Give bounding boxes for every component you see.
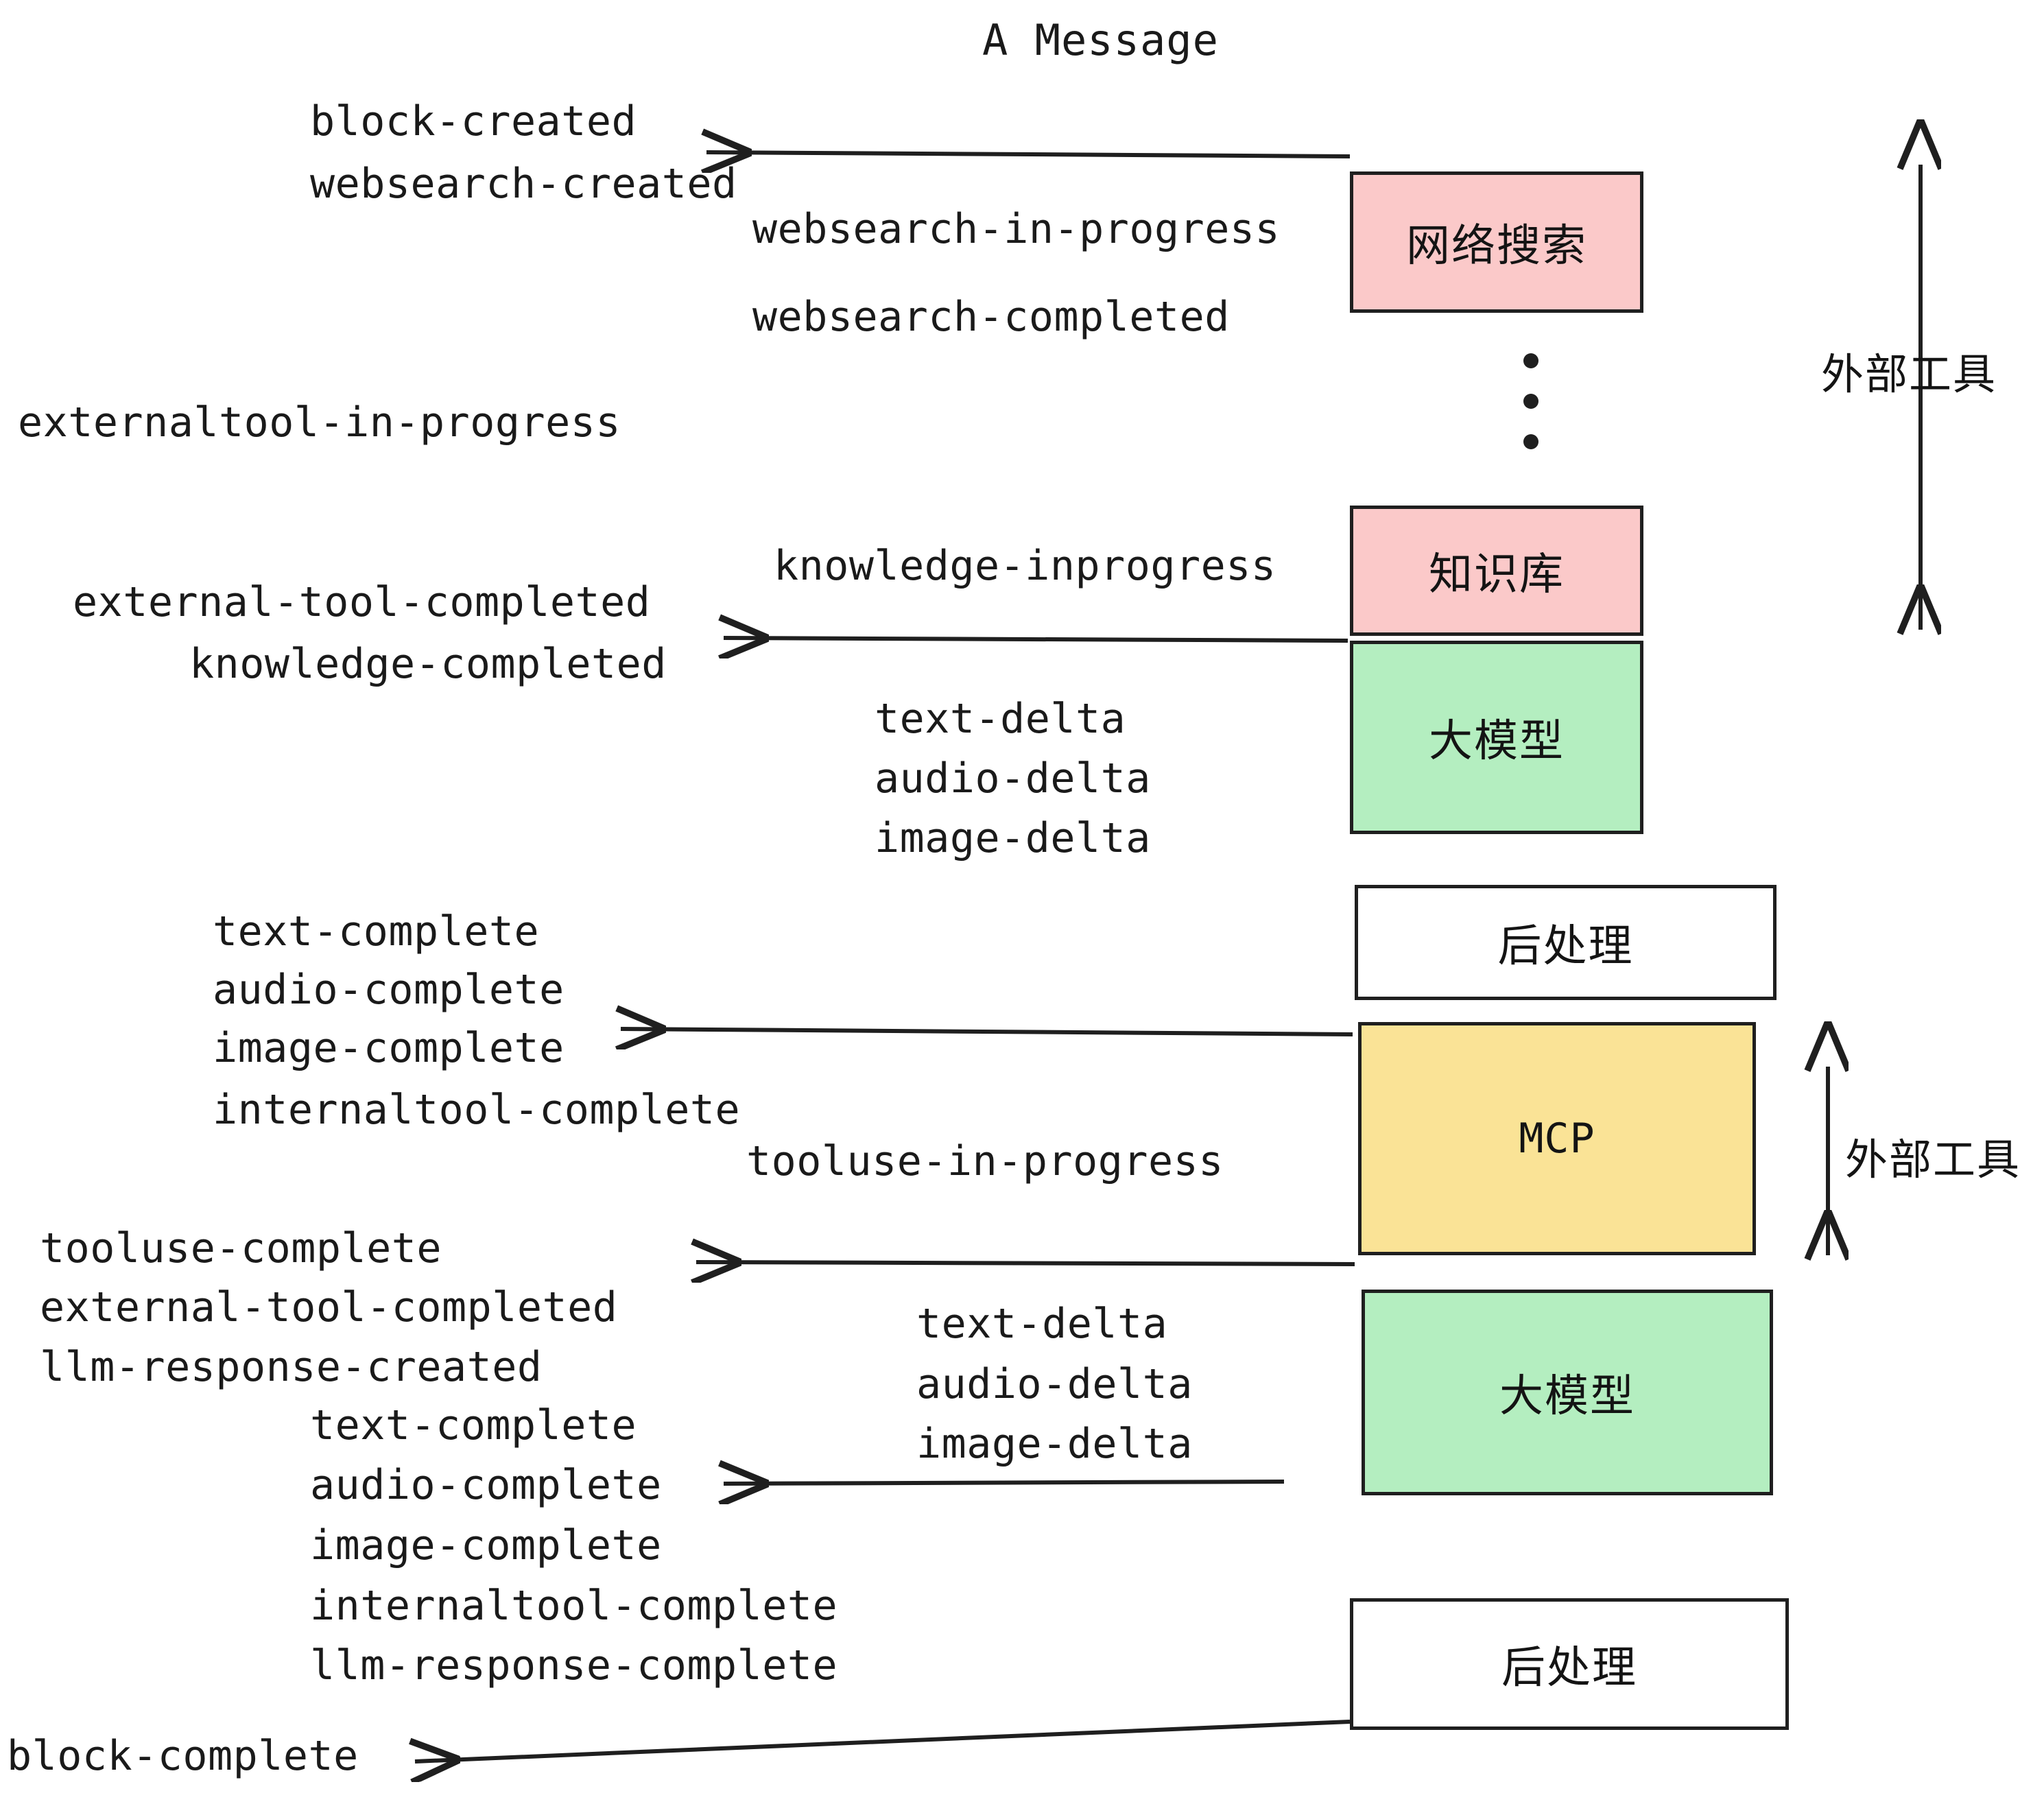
box-llm-top-label: 大模型 [1429,716,1565,767]
event-internaltool-complete-1: internaltool-complete [213,1086,741,1134]
box-post-processing-top: 后处理 [1355,885,1776,1000]
event-websearch-created: websearch-created [310,160,737,208]
event-image-delta-2: image-delta [916,1420,1193,1468]
event-text-delta-1: text-delta [875,695,1126,743]
event-image-complete-1: image-complete [213,1024,565,1072]
box-knowledge: 知识库 [1350,506,1643,636]
event-audio-delta-2: audio-delta [916,1360,1193,1408]
event-block-created: block-created [310,97,637,145]
event-text-complete-1: text-complete [213,907,540,956]
event-websearch-in-progress: websearch-in-progress [752,205,1281,253]
ellipsis-dot [1523,434,1538,449]
event-image-complete-2: image-complete [310,1521,662,1569]
arrow-tooluse-complete [696,1262,1355,1264]
event-llm-response-complete: llm-response-complete [310,1641,838,1689]
arrow-audio-complete [724,1482,1285,1484]
box-post-processing-top-label: 后处理 [1497,921,1634,972]
ellipsis-dots [1523,353,1539,449]
box-knowledge-label: 知识库 [1429,549,1565,600]
event-tooluse-complete: tooluse-complete [40,1224,442,1272]
event-websearch-completed: websearch-completed [752,293,1230,341]
event-external-tool-completed-2: external-tool-completed [40,1283,618,1331]
event-external-tool-completed-1: external-tool-completed [73,578,651,626]
event-externaltool-in-progress: externaltool-in-progress [18,399,621,447]
box-post-processing-bottom-label: 后处理 [1501,1643,1637,1694]
event-internaltool-complete-2: internaltool-complete [310,1582,838,1630]
box-websearch-label: 网络搜索 [1406,221,1587,272]
arrow-image-complete [621,1029,1353,1034]
group-label-external-tools-bottom: 外部工具 [1845,1135,2021,1185]
event-audio-complete-2: audio-complete [310,1461,662,1509]
ellipsis-dot [1523,353,1538,368]
box-mcp: MCP [1358,1022,1756,1255]
event-tooluse-in-progress: tooluse-in-progress [746,1137,1224,1185]
arrow-knowledge-completed [724,638,1348,641]
event-audio-complete-1: audio-complete [213,966,565,1014]
event-text-complete-2: text-complete [310,1401,637,1449]
box-llm-bottom-label: 大模型 [1499,1371,1635,1422]
event-knowledge-inprogress: knowledge-inprogress [774,542,1276,590]
event-audio-delta-1: audio-delta [875,755,1151,803]
event-image-delta-1: image-delta [875,814,1151,862]
box-llm-bottom: 大模型 [1362,1290,1773,1495]
box-llm-top: 大模型 [1350,641,1643,834]
page-title: A Message [982,15,1219,65]
box-post-processing-bottom: 后处理 [1350,1598,1789,1730]
event-llm-response-created: llm-response-created [40,1343,543,1391]
event-text-delta-2: text-delta [916,1300,1168,1348]
arrow-websearch-created [706,152,1351,156]
ellipsis-dot [1523,394,1538,409]
arrow-block-complete [415,1720,1351,1761]
box-websearch: 网络搜索 [1350,171,1643,313]
event-block-complete: block-complete [7,1732,359,1780]
group-label-external-tools-top: 外部工具 [1821,349,1997,399]
event-knowledge-completed: knowledge-completed [189,640,667,688]
box-mcp-label: MCP [1519,1115,1595,1163]
